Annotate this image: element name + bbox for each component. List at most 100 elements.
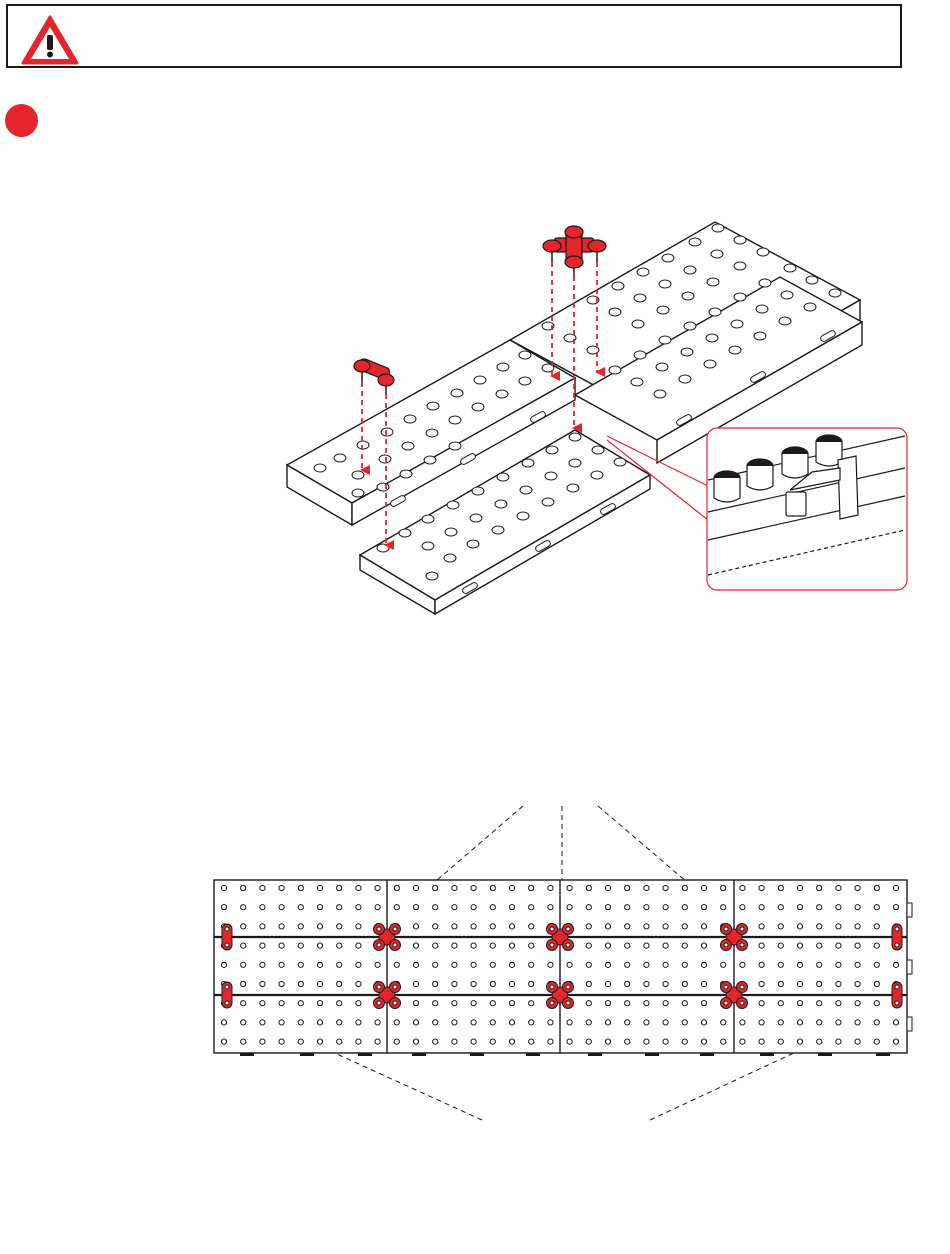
- peg-dot: [778, 943, 783, 948]
- peg-dot: [337, 924, 342, 929]
- peg-dot: [759, 924, 764, 929]
- peg-dot: [625, 1039, 630, 1044]
- peg-dot: [836, 943, 841, 948]
- peg-dot: [356, 981, 361, 986]
- peg-dot: [644, 1001, 649, 1006]
- peg-dot: [413, 924, 418, 929]
- peg-dot: [509, 1020, 514, 1025]
- peg-dot: [452, 1039, 457, 1044]
- peg-dot: [317, 1039, 322, 1044]
- peg-dot: [413, 981, 418, 986]
- peg-dot: [586, 924, 591, 929]
- peg-dot: [644, 943, 649, 948]
- peg-dot: [317, 905, 322, 910]
- peg-dot: [778, 1001, 783, 1006]
- peg-dot: [682, 962, 687, 967]
- peg-dot: [337, 962, 342, 967]
- peg-dot: [279, 924, 284, 929]
- peg-dot: [817, 981, 822, 986]
- peg-dot: [394, 905, 399, 910]
- peg-dot: [452, 924, 457, 929]
- peg-dot: [817, 885, 822, 890]
- peg-dot: [298, 885, 303, 890]
- peg-dot: [356, 885, 361, 890]
- peg-dot: [529, 924, 534, 929]
- peg-dot: [797, 1039, 802, 1044]
- peg-dot: [682, 924, 687, 929]
- peg-dot: [625, 943, 630, 948]
- peg-dot: [433, 1020, 438, 1025]
- peg-dot: [874, 1001, 879, 1006]
- peg-dot: [509, 981, 514, 986]
- peg-dot: [490, 981, 495, 986]
- peg-dot: [433, 981, 438, 986]
- peg-dot: [817, 1039, 822, 1044]
- peg-dot: [605, 962, 610, 967]
- peg-dot: [279, 981, 284, 986]
- peg-dot: [874, 962, 879, 967]
- peg-dot: [855, 1001, 860, 1006]
- peg-dot: [317, 885, 322, 890]
- peg-dot: [644, 924, 649, 929]
- peg-dot: [529, 1039, 534, 1044]
- bottom-tab: [526, 1053, 540, 1056]
- peg-dot: [586, 981, 591, 986]
- peg-dot: [337, 1020, 342, 1025]
- grid-side-tabs: [907, 903, 912, 1031]
- peg-dot: [433, 943, 438, 948]
- bottom-tab: [818, 1053, 832, 1056]
- connector-bar-icon: [354, 357, 394, 394]
- peg-dot: [759, 981, 764, 986]
- peg-dot: [260, 885, 265, 890]
- peg-dot: [221, 885, 226, 890]
- peg-dot: [452, 981, 457, 986]
- peg-dot: [375, 905, 380, 910]
- peg-dot: [279, 905, 284, 910]
- peg-dot: [778, 962, 783, 967]
- peg-dot: [625, 885, 630, 890]
- peg-dot: [471, 943, 476, 948]
- peg-dot: [701, 1001, 706, 1006]
- peg-dot: [337, 981, 342, 986]
- peg-dot: [298, 1001, 303, 1006]
- peg-dot: [356, 905, 361, 910]
- peg-dot: [529, 905, 534, 910]
- peg-dot: [317, 1020, 322, 1025]
- bottom-tab: [358, 1053, 372, 1056]
- peg-dot: [317, 981, 322, 986]
- peg-dot: [759, 905, 764, 910]
- peg-dot: [797, 943, 802, 948]
- peg-dot: [893, 905, 898, 910]
- peg-dot: [490, 1039, 495, 1044]
- bottom-tab: [645, 1053, 659, 1056]
- peg-dot: [375, 962, 380, 967]
- peg-dot: [337, 1039, 342, 1044]
- peg-dot: [471, 1020, 476, 1025]
- peg-dot: [490, 1020, 495, 1025]
- peg-dot: [663, 885, 668, 890]
- peg-dot: [298, 1020, 303, 1025]
- peg-dot: [241, 885, 246, 890]
- peg-dot: [701, 962, 706, 967]
- peg-dot: [586, 1020, 591, 1025]
- peg-dot: [279, 1020, 284, 1025]
- peg-dot: [317, 924, 322, 929]
- peg-dot: [433, 1001, 438, 1006]
- bar-connector: [222, 982, 232, 1008]
- peg-dot: [893, 885, 898, 890]
- peg-dot: [413, 943, 418, 948]
- peg-dot: [529, 981, 534, 986]
- peg-dot: [701, 1039, 706, 1044]
- peg-dot: [471, 981, 476, 986]
- peg-dot: [586, 905, 591, 910]
- peg-dot: [721, 885, 726, 890]
- peg-dot: [893, 1039, 898, 1044]
- peg-dot: [375, 1020, 380, 1025]
- peg-dot: [298, 924, 303, 929]
- peg-dot: [375, 1039, 380, 1044]
- peg-dot: [663, 1020, 668, 1025]
- bottom-tab: [240, 1053, 254, 1056]
- peg-dot: [529, 962, 534, 967]
- peg-dot: [586, 1039, 591, 1044]
- peg-dot: [701, 924, 706, 929]
